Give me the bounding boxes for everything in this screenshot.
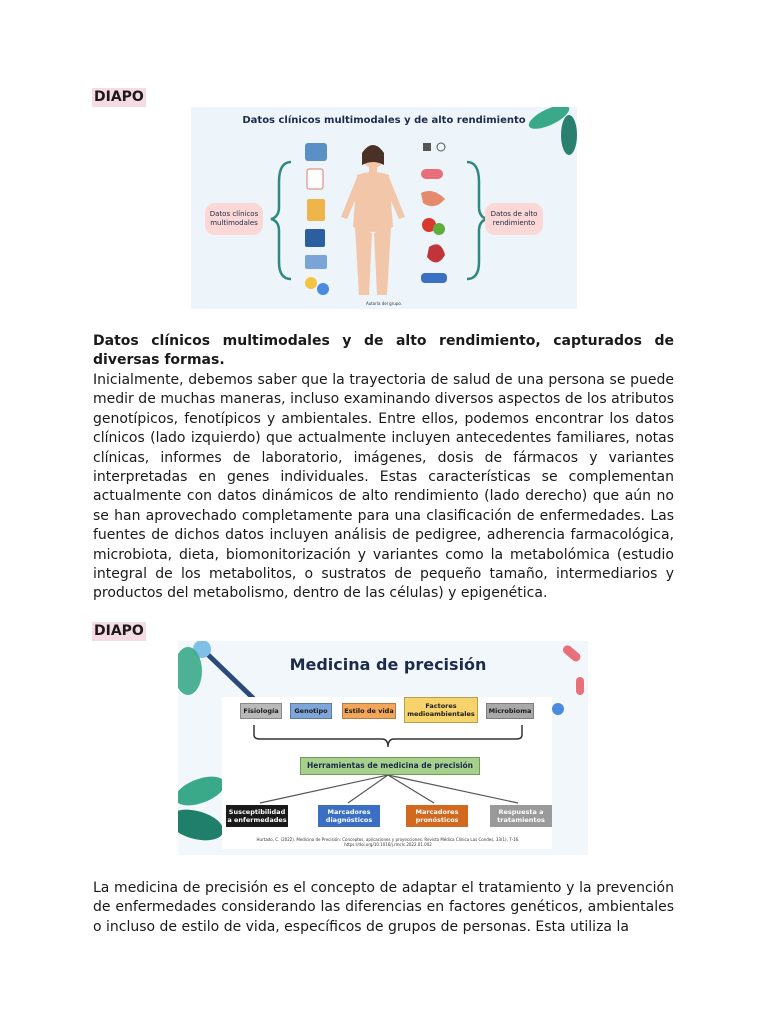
outcome-box: Susceptibilidad a enfermedades	[226, 805, 288, 827]
slide-credit: Autoría del grupo.	[365, 301, 403, 306]
section-label: DIAPO	[92, 622, 146, 641]
slide-decoration	[270, 107, 577, 295]
slide-title: Datos clínicos multimodales y de alto re…	[242, 115, 526, 126]
factor-box: Genotipo	[290, 703, 332, 719]
slide-title: Medicina de precisión	[289, 655, 487, 674]
slide-image-precision-medicine: Medicina de precisión Fisiología Genotipo…	[178, 641, 588, 855]
factor-box: Microbioma	[486, 703, 534, 719]
outcome-box: Marcadores diagnósticos	[318, 805, 380, 827]
clinical-data-label: Datos clínicos multimodales	[205, 203, 263, 235]
outcome-box: Marcadores pronósticos	[406, 805, 468, 827]
factor-box: Fisiología	[240, 703, 282, 719]
section-heading: Datos clínicos multimodales y de alto re…	[93, 333, 674, 369]
clinical-data-icons	[305, 143, 329, 295]
slide-image-multimodal-data: Datos clínicos multimodales y de alto re…	[191, 107, 577, 309]
factor-box: Estilo de vida	[342, 703, 396, 719]
human-figure-icon	[341, 145, 405, 295]
tools-box: Herramientas de medicina de precisión	[300, 757, 480, 775]
body-paragraph: Inicialmente, debemos saber que la traye…	[93, 372, 674, 602]
high-throughput-data-icons	[421, 142, 447, 283]
high-throughput-label: Datos de alto rendimiento	[485, 203, 543, 235]
factor-box: Factores medioambientales	[404, 697, 478, 723]
slide-credit: Hurtado, C. (2022). Medicina de Precisió…	[256, 837, 520, 847]
body-paragraph: La medicina de precisión es el concepto …	[93, 880, 674, 935]
outcome-box: Respuesta a tratamientos	[490, 805, 552, 827]
section-label: DIAPO	[92, 88, 146, 107]
